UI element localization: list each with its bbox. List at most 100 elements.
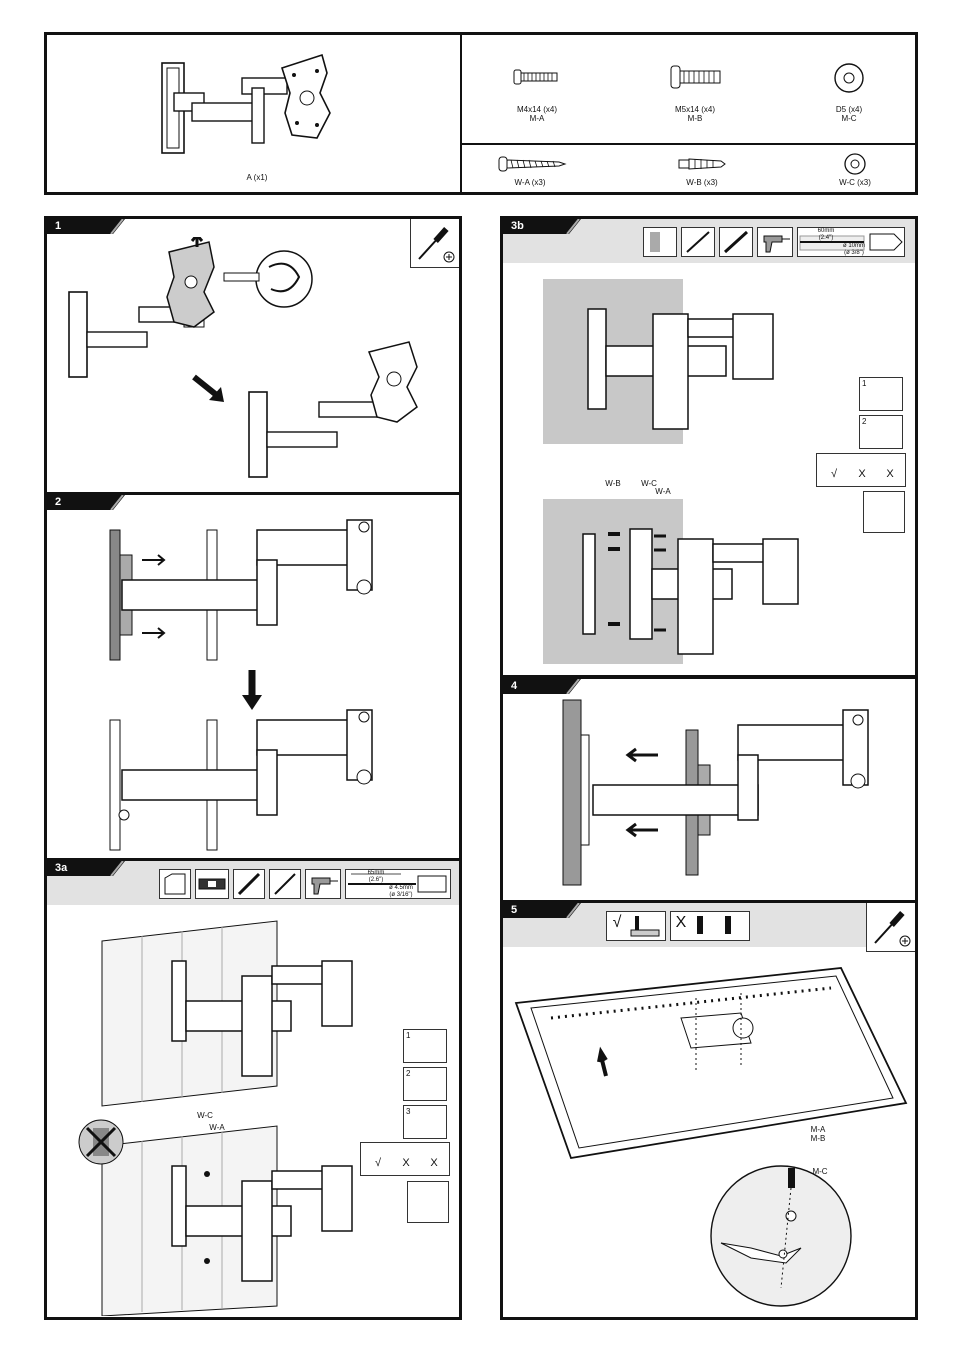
step-3b-label-wc: W-C <box>641 479 657 488</box>
part-d5-name: D5 (x4) <box>835 105 863 114</box>
step-4-panel: 4 <box>500 676 918 904</box>
tv-back-illustration <box>514 967 908 1307</box>
stud-finder-icon <box>164 873 186 895</box>
step-1-illustration <box>68 237 418 478</box>
substep-1: 1 <box>403 1029 447 1063</box>
level-tool <box>195 869 229 899</box>
step-3a-substeps: 1 2 3 <box>403 1029 447 1139</box>
part-m4-name: M4x14 (x4) <box>516 105 557 114</box>
parts-divider-vertical <box>460 35 462 192</box>
step-3a-number: 3a <box>55 862 68 874</box>
drill-icon <box>311 877 338 895</box>
wood-screw-icon <box>498 156 567 172</box>
part-m5-name: M5x14 (x4) <box>674 105 715 114</box>
correct-check-mark: √ <box>612 914 622 931</box>
screw-m4-icon <box>513 69 558 85</box>
step-5-label-ma: M-A <box>810 1125 826 1134</box>
step-3b-number: 3b <box>511 220 524 232</box>
step-5-number: 5 <box>511 904 518 916</box>
no-stud-warning-icon <box>78 1119 124 1165</box>
step-1-number: 1 <box>55 220 62 232</box>
substep-2-3b: 2 <box>859 415 903 449</box>
part-d5-code: M-C <box>841 114 857 123</box>
drill-bit-spec: 65mm (2.6") ø 4.5mm (ø 3/16") <box>345 869 451 899</box>
substep-3: 3 <box>403 1105 447 1139</box>
drill-mode-ok-3b: √ <box>830 468 838 480</box>
drill-depth-mm: 65mm <box>367 870 385 876</box>
step-3b-label-wb: W-B <box>605 479 621 488</box>
drill-bit-icon <box>348 873 447 893</box>
step-3b-substeps: 1 2 <box>859 377 903 449</box>
step-1-panel: 1 <box>44 216 462 495</box>
part-wa-label: W-A (x3) <box>514 178 546 187</box>
washer-d5-icon <box>834 63 864 93</box>
mount-kit-illustration <box>161 53 331 154</box>
step-3b-drill-mode: √ X X <box>816 453 906 487</box>
drill-mode-no-2: X <box>430 1157 438 1169</box>
parts-list-panel: A (x1) M4x14 (x4) M-A M5x14 (x4) M-B D5 … <box>44 32 918 195</box>
part-wc-label: W-C (x3) <box>839 178 871 187</box>
screwdriver-icon <box>418 227 455 263</box>
wall-plug-icon <box>678 158 726 170</box>
drill-tool-3b <box>757 227 793 257</box>
drill-diameter-in: (ø 3/16") <box>389 892 413 898</box>
drill-mode-ok: √ <box>374 1157 382 1169</box>
step-5-label-mb: M-B <box>810 1134 826 1143</box>
marker-icon <box>274 873 296 895</box>
pencil-icon <box>686 231 710 253</box>
step-2-number: 2 <box>55 496 62 508</box>
pencil-tool <box>233 869 265 899</box>
masonry-bit-icon <box>799 233 903 251</box>
step-2-panel: 2 <box>44 492 462 862</box>
step-3b-power-drill <box>863 491 905 533</box>
step-2-illustration <box>109 519 373 851</box>
drill-depth-in: (2.6") <box>368 877 384 883</box>
step-3a-power-drill <box>407 1181 449 1223</box>
drill-depth-in-3b: (2.4") <box>818 235 834 241</box>
step-3b-tab: 3b <box>503 219 581 234</box>
kit-label: A (x1) <box>246 173 268 182</box>
drill-diameter-in-3b: (ø 3/8") <box>844 250 864 256</box>
screw-washer-icon <box>630 916 660 937</box>
step-4-number: 4 <box>511 680 518 692</box>
part-m4-code: M-A <box>529 114 545 123</box>
screwdriver-icon <box>874 911 911 947</box>
step-3a-label-wc: W-C <box>197 1111 213 1120</box>
drill-icon <box>763 235 790 253</box>
part-wb-label: W-B (x3) <box>686 178 718 187</box>
drill-depth-mm-3b: 60mm <box>817 228 835 234</box>
screwdriver-tool-box <box>410 219 459 268</box>
screw-m5-icon <box>670 65 721 89</box>
stud-finder-tool <box>159 869 191 899</box>
step-3b-panel: 3b 60mm (2.4") ø 10mm (ø 3/8") W-B W-C W… <box>500 216 918 678</box>
parts-divider-horizontal <box>462 143 918 145</box>
wall-icon <box>650 232 660 252</box>
incorrect-cross-mark: X <box>675 914 687 931</box>
step-1-tab: 1 <box>47 219 125 234</box>
marker-icon <box>723 230 749 254</box>
level-icon <box>198 878 226 890</box>
step-3a-label-wa: W-A <box>209 1123 225 1132</box>
drill-mode-no-1: X <box>402 1157 410 1169</box>
wall-tool <box>643 227 677 257</box>
pencil-tool-3b <box>681 227 715 257</box>
wrong-screw-icon <box>697 916 731 934</box>
drill-diameter-mm: ø 4.5mm <box>389 885 413 891</box>
step-4-tab: 4 <box>503 679 581 694</box>
step-3a-drill-mode: √ X X <box>360 1142 450 1176</box>
correct-washer-usage: √ <box>606 911 666 941</box>
step-5-label-mc: M-C <box>812 1167 828 1176</box>
drill-diameter-mm-3b: ø 10mm <box>842 243 865 249</box>
substep-2: 2 <box>403 1067 447 1101</box>
step-3b-label-wa: W-A <box>655 487 671 496</box>
drill-bit-spec-3b: 60mm (2.4") ø 10mm (ø 3/8") <box>797 227 905 257</box>
incorrect-washer-usage: X <box>670 911 750 941</box>
substep-1-3b: 1 <box>859 377 903 411</box>
step-4-illustration <box>562 699 869 886</box>
marker-tool-3b <box>719 227 753 257</box>
step-3b-concrete-wall-illustration <box>543 279 799 664</box>
marker-tool <box>269 869 301 899</box>
drill-mode-no-2-3b: X <box>886 468 894 480</box>
part-m5-code: M-B <box>687 114 703 123</box>
step-3a-panel: 3a 65mm (2.6") ø 4.5mm (ø 3/16") W-C W-A <box>44 858 462 1320</box>
